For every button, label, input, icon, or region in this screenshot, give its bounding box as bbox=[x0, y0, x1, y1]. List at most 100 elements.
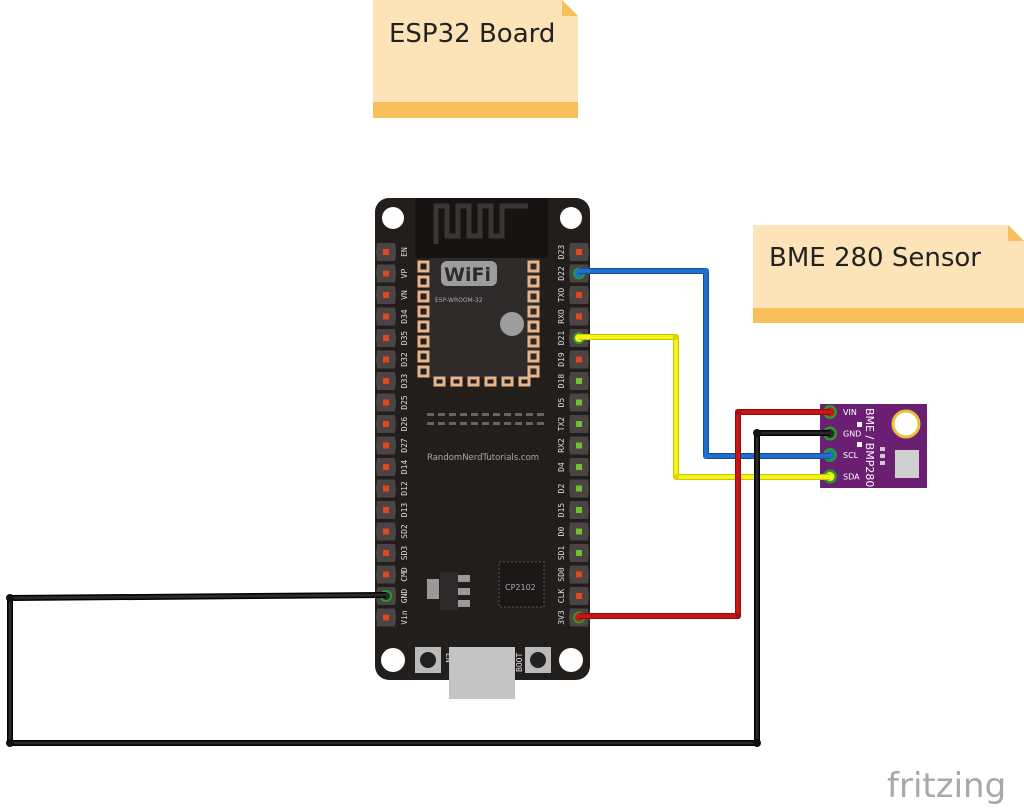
pin-d32[interactable]: D32 bbox=[376, 350, 409, 369]
voltage-regulator bbox=[440, 572, 458, 610]
sensor-chip bbox=[895, 450, 919, 478]
pin-label: TX2 bbox=[557, 417, 566, 432]
pin-tx2[interactable]: TX2 bbox=[557, 415, 589, 433]
pin-label: D4 bbox=[557, 462, 566, 472]
pin-label: SD3 bbox=[400, 546, 409, 561]
pin-label: D26 bbox=[400, 417, 409, 432]
pin-txo[interactable]: TXO bbox=[557, 286, 589, 304]
pin-vin[interactable]: Vin bbox=[376, 608, 409, 627]
pin-d25[interactable]: D25 bbox=[376, 393, 409, 412]
website-label: RandomNerdTutorials.com bbox=[427, 453, 539, 463]
pin-label: D21 bbox=[557, 331, 566, 346]
wifi-logo-icon bbox=[441, 261, 497, 286]
pin-label: SD2 bbox=[400, 524, 409, 539]
pin-vp[interactable]: VP bbox=[376, 264, 409, 283]
pin-label: D33 bbox=[400, 374, 409, 389]
wire-bendpoints bbox=[6, 268, 761, 747]
pin-vn[interactable]: VN bbox=[376, 286, 409, 304]
pin-d18[interactable]: D18 bbox=[557, 372, 589, 390]
pin-d14[interactable]: D14 bbox=[376, 458, 409, 476]
pin-d26[interactable]: D26 bbox=[376, 415, 409, 433]
en-button-label: EN bbox=[444, 653, 453, 663]
pin-label: EN bbox=[400, 247, 409, 257]
sensor-pin-label: GND bbox=[843, 430, 861, 439]
pin-d19[interactable]: D19 bbox=[557, 350, 589, 369]
pin-d23[interactable]: D23 bbox=[557, 243, 589, 261]
regulator-tab bbox=[427, 579, 439, 599]
wire-d22-scl[interactable] bbox=[579, 268, 830, 459]
pin-label: D19 bbox=[557, 352, 566, 367]
left-pin-header: EN VP VN D34D35D32D33D25D26D27D14D12D13SD2S… bbox=[376, 243, 409, 627]
pin-d33[interactable]: D33 bbox=[376, 372, 409, 390]
pin-label: D27 bbox=[400, 438, 409, 453]
usb-port[interactable] bbox=[449, 647, 515, 699]
pin-sd1[interactable]: SD1 bbox=[557, 544, 589, 562]
pin-label: D13 bbox=[400, 503, 409, 518]
pin-d2[interactable]: D2 bbox=[557, 479, 589, 498]
wire-gnd-gnd[interactable] bbox=[7, 430, 830, 746]
pin-d13[interactable]: D13 bbox=[376, 501, 409, 519]
pin-sd2[interactable]: SD2 bbox=[376, 522, 409, 541]
chip-label: CP2102 bbox=[505, 583, 536, 592]
pin-label: D32 bbox=[400, 352, 409, 367]
module-label: ESP-WROOM-32 bbox=[435, 297, 483, 304]
pin-label: D14 bbox=[400, 460, 409, 475]
pin-rxo[interactable]: RXO bbox=[557, 307, 589, 326]
boot-button-cap bbox=[530, 652, 546, 668]
pin-d15[interactable]: D15 bbox=[557, 501, 589, 519]
pin-label: D5 bbox=[557, 398, 566, 408]
pin-d12[interactable]: D12 bbox=[376, 479, 409, 498]
wire-d21-sda[interactable] bbox=[579, 334, 830, 480]
pin-label: D34 bbox=[400, 309, 409, 324]
note-bme280-text: BME 280 Sensor bbox=[769, 243, 981, 273]
pin-label: D0 bbox=[557, 527, 566, 537]
pin-d5[interactable]: D5 bbox=[557, 393, 589, 412]
note-esp32-text: ESP32 Board bbox=[389, 19, 555, 49]
espressif-logo-icon bbox=[500, 312, 524, 336]
fritzing-logo: fritzing bbox=[887, 766, 1006, 806]
pin-label: D23 bbox=[557, 245, 566, 260]
pin-sd3[interactable]: SD3 bbox=[376, 544, 409, 562]
wire-3v3-vin[interactable] bbox=[579, 409, 830, 619]
sensor-pin-label: SDA bbox=[843, 473, 860, 482]
pin-rx2[interactable]: RX2 bbox=[557, 436, 589, 455]
sensor-pin-label: VIN bbox=[843, 408, 857, 417]
pin-label: SD1 bbox=[557, 546, 566, 561]
pin-en[interactable]: EN bbox=[376, 243, 409, 261]
esp32-board[interactable]: WiFi ESP-WROOM-32 RandomNerdTutorials.co… bbox=[375, 198, 590, 699]
pin-d4[interactable]: D4 bbox=[557, 458, 589, 476]
mounting-hole bbox=[891, 409, 921, 439]
pin-label: CLK bbox=[557, 589, 566, 604]
pin-label: D12 bbox=[400, 481, 409, 496]
module-pads bbox=[417, 260, 540, 387]
pin-sd0[interactable]: SD0 bbox=[557, 565, 589, 584]
pin-label: SD0 bbox=[557, 567, 566, 582]
silkscreen-dashes bbox=[427, 413, 544, 425]
pin-label: RX2 bbox=[557, 438, 566, 453]
pin-d35[interactable]: D35 bbox=[376, 329, 409, 347]
wifi-logo-text: WiFi bbox=[444, 264, 491, 286]
note-esp32[interactable]: ESP32 Board bbox=[373, 0, 578, 118]
pin-d27[interactable]: D27 bbox=[376, 436, 409, 455]
pin-label: D2 bbox=[557, 484, 566, 494]
pin-label: D22 bbox=[557, 266, 566, 281]
pin-d0[interactable]: D0 bbox=[557, 522, 589, 541]
note-bme280[interactable]: BME 280 Sensor bbox=[753, 225, 1024, 323]
pin-clk[interactable]: CLK bbox=[557, 587, 589, 605]
en-button-cap bbox=[420, 652, 436, 668]
pin-label: TXO bbox=[557, 288, 566, 303]
pin-cmd[interactable]: CMD bbox=[376, 565, 409, 584]
sensor-title: BME / BMP280 bbox=[863, 408, 876, 487]
pin-label: VP bbox=[400, 269, 409, 279]
pin-label: Vin bbox=[400, 610, 409, 625]
pin-label: GND bbox=[400, 589, 409, 604]
pin-label: VN bbox=[400, 290, 409, 300]
boot-button-label: BOOT bbox=[515, 653, 524, 672]
pin-d34[interactable]: D34 bbox=[376, 307, 409, 326]
pin-label: D18 bbox=[557, 374, 566, 389]
pin-label: 3V3 bbox=[557, 610, 566, 625]
pin-label: D35 bbox=[400, 331, 409, 346]
pin-label: CMD bbox=[400, 567, 409, 582]
